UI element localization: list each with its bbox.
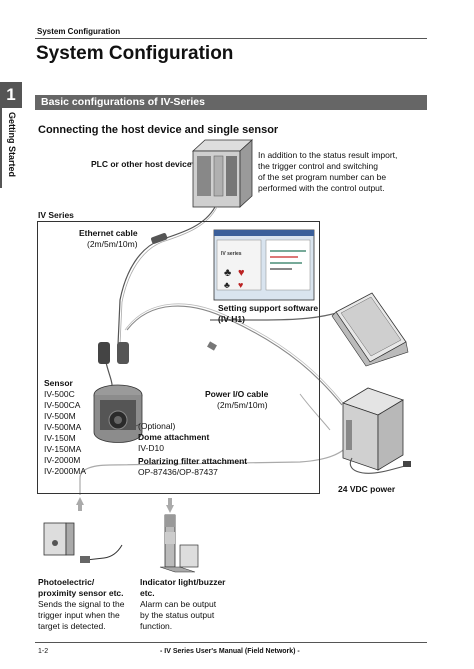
chapter-label: Getting Started [7, 112, 17, 178]
svg-text:♣: ♣ [224, 280, 230, 290]
indicator-light-illustration [159, 514, 199, 573]
svg-text:♥: ♥ [238, 267, 245, 279]
iv-sensor-illustration [93, 384, 143, 443]
power-io-cable-label: Power I/O cable (2m/5m/10m) [205, 389, 269, 410]
chapter-number: 1 [0, 82, 22, 108]
power-supply-label: 24 VDC power [338, 484, 396, 494]
software-screenshot: IV series ♣ ♥ ♣ ♥ [213, 229, 315, 301]
optional-accessories: (Optional) Dome attachment IV-D10 Polari… [138, 421, 248, 477]
photoelectric-sensor-text: Photoelectric/ proximity sensor etc. Sen… [38, 577, 125, 631]
plc-note: In addition to the status result import,… [258, 150, 398, 193]
plc-device-illustration [191, 139, 254, 208]
page-number: 1-2 [38, 648, 49, 655]
ethernet-cable-label: Ethernet cable (2m/5m/10m) [78, 228, 138, 249]
footer-rule [35, 642, 427, 643]
section-band: Basic configurations of IV-Series [35, 95, 427, 110]
laptop-illustration [331, 292, 409, 367]
manual-title: - IV Series User's Manual (Field Network… [160, 648, 300, 655]
svg-text:IV series: IV series [221, 251, 242, 257]
sensor-models: Sensor IV-500C IV-500CA IV-500M IV-500MA… [44, 378, 87, 476]
chapter-bar [0, 108, 2, 188]
indicator-light-text: Indicator light/buzzer etc. Alarm can be… [140, 577, 226, 631]
photoelectric-sensor-illustration [43, 522, 75, 556]
iv-series-label: IV Series [38, 210, 74, 220]
svg-text:♣: ♣ [224, 267, 231, 279]
section-band-title: Basic configurations of IV-Series [41, 96, 205, 108]
iv-series-frame [37, 221, 320, 494]
svg-text:♥: ♥ [238, 280, 243, 290]
page-title: System Configuration [36, 43, 234, 64]
running-title: System Configuration [37, 27, 121, 36]
software-label: Setting support software (IV-H1) [218, 303, 319, 324]
power-supply-illustration [342, 387, 404, 471]
header-rule [35, 38, 427, 39]
section-subtitle: Connecting the host device and single se… [38, 124, 279, 136]
plc-label: PLC or other host device [91, 159, 192, 169]
